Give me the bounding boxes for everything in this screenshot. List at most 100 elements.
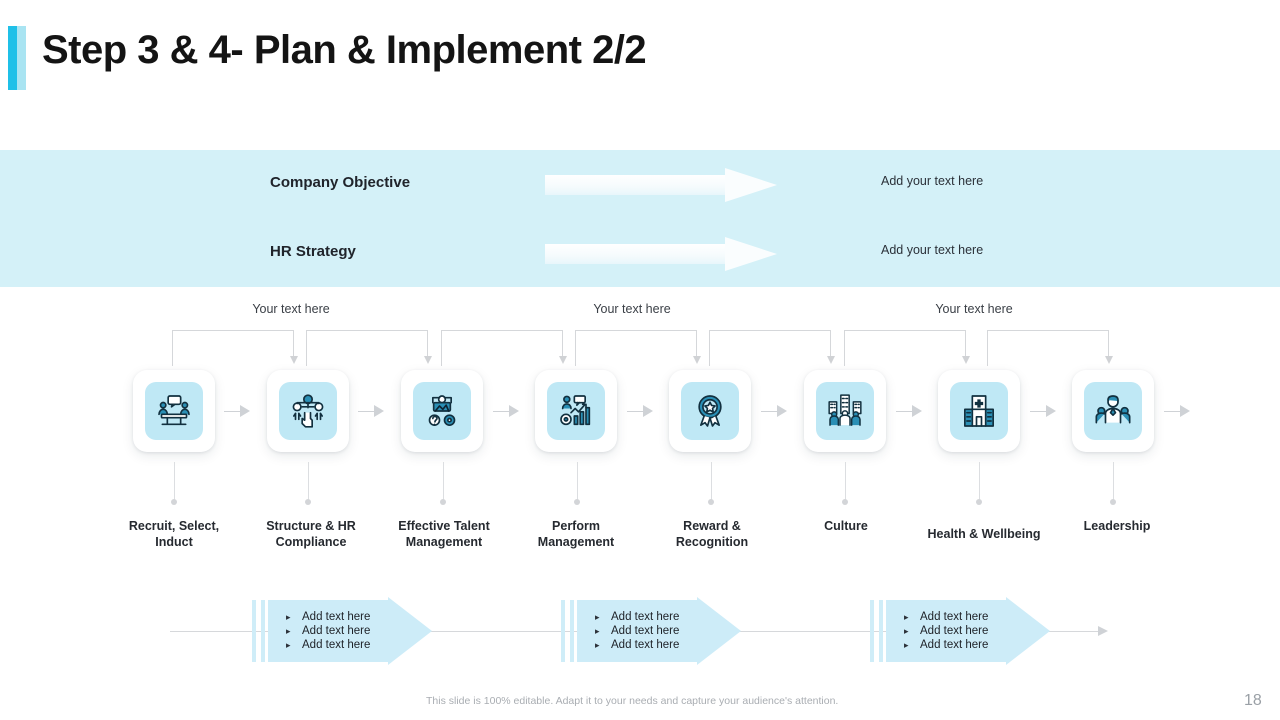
- arrow-stripe: [561, 600, 565, 662]
- arrow-head: [725, 168, 777, 202]
- list-item[interactable]: Add text here: [595, 610, 679, 624]
- bracket-stem-right: [696, 330, 697, 358]
- chain-arrow-icon-5: [761, 405, 787, 417]
- step-label-perform-management: Perform Management: [537, 519, 615, 549]
- step-card-perform-management[interactable]: [535, 370, 617, 452]
- bracket-group-2a: [575, 330, 701, 366]
- bracket-stem-left: [441, 330, 442, 366]
- step-label-effective-talent-management: Effective Talent Management: [398, 519, 490, 549]
- bracket-stem-left: [306, 330, 307, 366]
- band-row-hr-strategy: HR Strategy Add your text here: [0, 233, 1280, 273]
- arrow-stripe: [570, 600, 574, 662]
- bracket-stem-right: [1108, 330, 1109, 358]
- chain-arrow-icon-2: [358, 405, 384, 417]
- bracket-stem-right: [830, 330, 831, 358]
- list-item[interactable]: Add text here: [595, 638, 679, 652]
- step-label-leadership: Leadership: [1083, 519, 1151, 533]
- bracket-stem-right: [562, 330, 563, 358]
- arrow-head: [697, 597, 741, 665]
- bracket-stem-left: [987, 330, 988, 366]
- footer-note: This slide is 100% editable. Adapt it to…: [426, 695, 839, 707]
- leadership-team-icon: [1084, 382, 1142, 440]
- label-connector-5: [711, 462, 712, 502]
- label-connector-7: [979, 462, 980, 502]
- bracket-stem-left: [172, 330, 173, 366]
- step-label-health-wellbeing: Health & Wellbeing: [927, 527, 1041, 541]
- step-card-effective-talent-management[interactable]: [401, 370, 483, 452]
- band-label-hr-strategy: HR Strategy: [270, 243, 356, 260]
- arrow-stripe: [870, 600, 874, 662]
- label-connector-8: [1113, 462, 1114, 502]
- label-connector-dot-3: [440, 499, 446, 505]
- label-connector-3: [443, 462, 444, 502]
- label-connector-dot-4: [574, 499, 580, 505]
- label-connector-dot-8: [1110, 499, 1116, 505]
- bracket-arrow-tip: [692, 356, 701, 364]
- people-buildings-icon: [816, 382, 874, 440]
- list-item[interactable]: Add text here: [904, 638, 988, 652]
- page-title: Step 3 & 4- Plan & Implement 2/2: [42, 28, 647, 72]
- step-label-reward-recognition: Reward & Recognition: [675, 519, 749, 549]
- bracket-horizontal: [441, 330, 563, 331]
- performance-chart-icon: [547, 382, 605, 440]
- bottom-arrow-list-1: Add text here Add text here Add text her…: [286, 610, 370, 652]
- label-connector-4: [577, 462, 578, 502]
- bracket-stem-left: [575, 330, 576, 366]
- band-text-company-objective[interactable]: Add your text here: [881, 174, 984, 188]
- bracket-group-1a: [172, 330, 298, 366]
- group-caption-2[interactable]: Your text here: [593, 302, 671, 316]
- award-ribbon-icon: [681, 382, 739, 440]
- step-label-culture: Culture: [824, 519, 868, 533]
- label-connector-1: [174, 462, 175, 502]
- label-connector-dot-2: [305, 499, 311, 505]
- arrow-head: [388, 597, 432, 665]
- bracket-arrow-tip: [826, 356, 835, 364]
- list-item[interactable]: Add text here: [595, 624, 679, 638]
- bottom-arrow-list-3: Add text here Add text here Add text her…: [904, 610, 988, 652]
- bracket-stem-right: [293, 330, 294, 358]
- bracket-horizontal: [844, 330, 966, 331]
- bracket-arrow-tip: [558, 356, 567, 364]
- list-item[interactable]: Add text here: [286, 638, 370, 652]
- bracket-arrow-tip: [1104, 356, 1113, 364]
- meeting-table-icon: [145, 382, 203, 440]
- arrow-shaft: [545, 175, 731, 195]
- step-card-structure-hr-compliance[interactable]: [267, 370, 349, 452]
- step-card-reward-recognition[interactable]: [669, 370, 751, 452]
- bracket-stem-left: [844, 330, 845, 366]
- bracket-arrow-tip: [423, 356, 432, 364]
- arrow-shaft: [545, 244, 731, 264]
- list-item[interactable]: Add text here: [904, 624, 988, 638]
- hospital-icon: [950, 382, 1008, 440]
- label-connector-dot-7: [976, 499, 982, 505]
- list-item[interactable]: Add text here: [286, 610, 370, 624]
- group-caption-3[interactable]: Your text here: [935, 302, 1013, 316]
- bracket-horizontal: [709, 330, 831, 331]
- page-number: 18: [1244, 692, 1262, 709]
- chain-arrow-icon-3: [493, 405, 519, 417]
- bracket-horizontal: [987, 330, 1109, 331]
- step-card-health-wellbeing[interactable]: [938, 370, 1020, 452]
- bracket-stem-right: [965, 330, 966, 358]
- bracket-group-1c: [441, 330, 567, 366]
- step-label-structure-hr-compliance: Structure & HR Compliance: [266, 519, 356, 549]
- step-card-leadership[interactable]: [1072, 370, 1154, 452]
- list-item[interactable]: Add text here: [904, 610, 988, 624]
- bracket-stem-left: [709, 330, 710, 366]
- accent-bar-primary: [8, 26, 17, 90]
- objective-strategy-band: Company Objective Add your text here HR …: [0, 150, 1280, 287]
- step-card-culture[interactable]: [804, 370, 886, 452]
- step-card-recruit-select-induct[interactable]: [133, 370, 215, 452]
- band-text-hr-strategy[interactable]: Add your text here: [881, 243, 984, 257]
- chain-arrow-icon-1: [224, 405, 250, 417]
- arrow-stripe: [252, 600, 256, 662]
- step-label-recruit-select-induct: Recruit, Select, Induct: [128, 519, 220, 549]
- label-connector-2: [308, 462, 309, 502]
- arrow-stripe: [261, 600, 265, 662]
- list-item[interactable]: Add text here: [286, 624, 370, 638]
- bracket-stem-right: [427, 330, 428, 358]
- group-caption-1[interactable]: Your text here: [252, 302, 330, 316]
- bracket-group-2b: [709, 330, 835, 366]
- org-structure-hand-icon: [279, 382, 337, 440]
